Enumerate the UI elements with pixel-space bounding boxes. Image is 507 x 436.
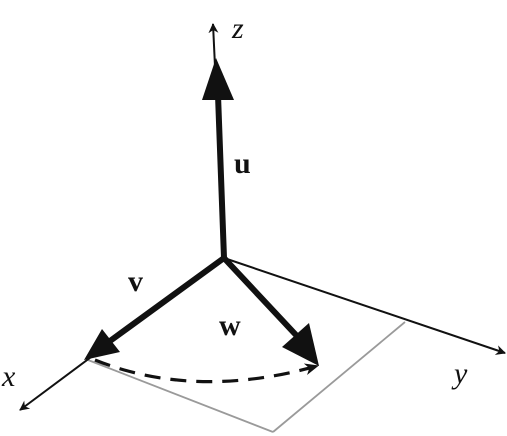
z-axis-label: z — [231, 12, 244, 45]
vector-w-shaft — [221, 255, 299, 338]
y-axis — [223, 257, 506, 355]
vector-w-arrowhead — [282, 323, 319, 366]
vector-u-shaft — [215, 92, 227, 261]
x-axis-label: x — [1, 360, 16, 393]
vector-v-arrowhead — [84, 329, 120, 360]
dashed-arc — [94, 358, 319, 384]
vector-u-arrowhead — [202, 58, 234, 100]
vector-v-shaft — [107, 255, 227, 344]
projection-line-right — [272, 321, 406, 433]
vector-w-label: w — [219, 309, 241, 342]
vector-v-label: v — [128, 265, 143, 298]
y-axis-label: y — [451, 357, 468, 390]
vector-u-label: u — [234, 147, 251, 180]
projection-line-front — [87, 359, 274, 433]
